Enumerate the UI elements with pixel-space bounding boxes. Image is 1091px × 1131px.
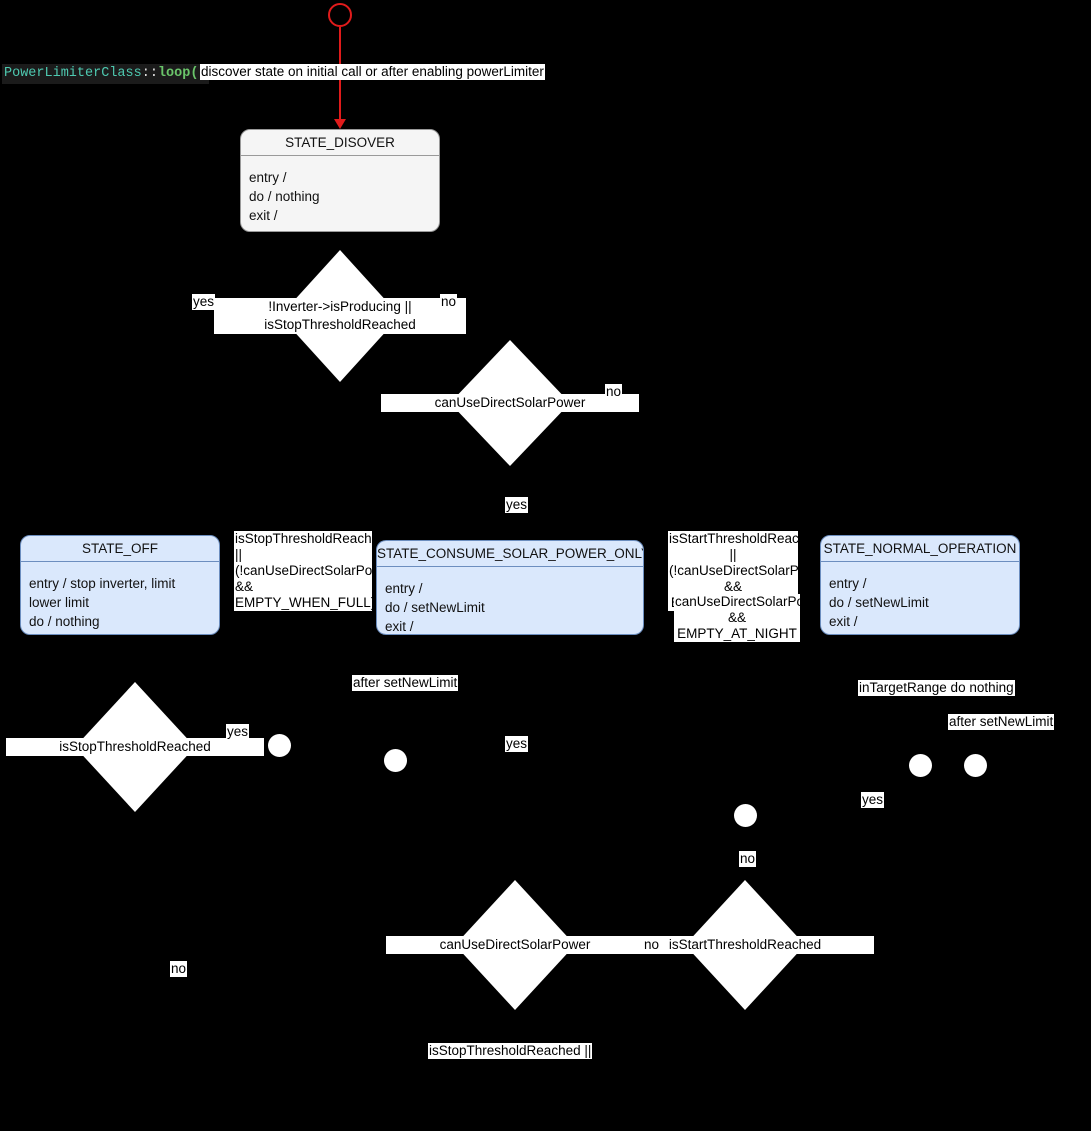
decision-node-start-threshold-reached[interactable]: isStartThresholdReached — [616, 880, 874, 1010]
edge-label-in-target-range: inTargetRange do nothing — [858, 680, 1015, 696]
state-node-off[interactable]: STATE_OFF entry / stop inverter, limit l… — [20, 535, 220, 635]
edge-label-right-yes: yes — [861, 792, 885, 808]
edge-label-d3-no: no — [170, 961, 188, 977]
junction-node-5 — [964, 754, 987, 777]
decision-label-4: canUseDirectSolarPower — [386, 936, 644, 954]
junction-node-1 — [268, 734, 291, 757]
decision-node-can-use-direct-solar-power-bottom[interactable]: canUseDirectSolarPower — [386, 880, 644, 1010]
code-method-name: loop() — [157, 66, 207, 81]
start-transition-arrowhead — [334, 119, 346, 129]
edge-label-d2-yes: yes — [505, 497, 529, 513]
junction-node-4 — [909, 754, 932, 777]
decision-node-stop-threshold-reached[interactable]: isStopThresholdReached — [6, 682, 264, 812]
edge-label-d1-yes: yes — [192, 294, 216, 310]
edge-label-after-setnewlimit-right: after setNewLimit — [948, 714, 1055, 730]
state-body-consume-solar: entry / do / setNewLimit exit / — [385, 581, 485, 634]
edge-label-guard-stop-threshold: isStopThresholdReached || (!canUseDirect… — [234, 531, 395, 611]
state-node-consume-solar-power-only[interactable]: STATE_CONSUME_SOLAR_POWER_ONLY entry / d… — [376, 540, 644, 635]
state-title-off: STATE_OFF — [21, 536, 219, 562]
junction-node-3 — [734, 804, 757, 827]
state-title-consume-solar: STATE_CONSUME_SOLAR_POWER_ONLY — [377, 541, 643, 567]
state-title-normal-operation: STATE_NORMAL_OPERATION — [821, 536, 1019, 562]
decision-label-2: canUseDirectSolarPower — [381, 394, 639, 412]
edge-label-mid-yes: yes — [505, 736, 529, 752]
decision-label-1: !Inverter->isProducing || isStopThreshol… — [214, 298, 466, 334]
decision-label-5: isStartThresholdReached — [616, 936, 874, 954]
start-node-circle — [328, 3, 352, 27]
state-body-discover: entry / do / nothing exit / — [249, 170, 320, 223]
junction-node-2 — [384, 749, 407, 772]
state-title-discover: STATE_DISOVER — [241, 130, 439, 156]
edge-label-d5-no-left: no — [643, 937, 661, 953]
state-body-off: entry / stop inverter, limit lower limit… — [29, 576, 176, 634]
state-node-normal-operation[interactable]: STATE_NORMAL_OPERATION entry / do / setN… — [820, 535, 1020, 635]
edge-label-start-note: discover state on initial call or after … — [200, 64, 545, 80]
decision-label-3: isStopThresholdReached — [6, 738, 264, 756]
edge-label-d1-no: no — [440, 294, 458, 310]
decision-node-can-use-direct-solar-power-top[interactable]: canUseDirectSolarPower — [381, 340, 639, 466]
edge-label-bottom-guard: isStopThresholdReached || — [428, 1043, 593, 1059]
code-class-name: PowerLimiterClass — [4, 66, 142, 81]
edge-label-d5-no-top: no — [739, 851, 757, 867]
edge-label-d3-yes: yes — [226, 724, 250, 740]
code-context-label: PowerLimiterClass::loop() — [2, 64, 209, 84]
state-body-normal-operation: entry / do / setNewLimit exit / — [829, 576, 929, 629]
code-separator: :: — [141, 66, 158, 81]
state-node-discover[interactable]: STATE_DISOVER entry / do / nothing exit … — [240, 129, 440, 232]
edge-label-d2-no: no — [605, 384, 623, 400]
edge-label-guard-can-use-solar-night: canUseDirectSolarPower && EMPTY_AT_NIGHT — [674, 594, 826, 642]
decision-node-inverter-producing-or-stop-threshold[interactable]: !Inverter->isProducing || isStopThreshol… — [214, 250, 466, 382]
edge-label-after-setnewlimit-left: after setNewLimit — [352, 675, 459, 691]
